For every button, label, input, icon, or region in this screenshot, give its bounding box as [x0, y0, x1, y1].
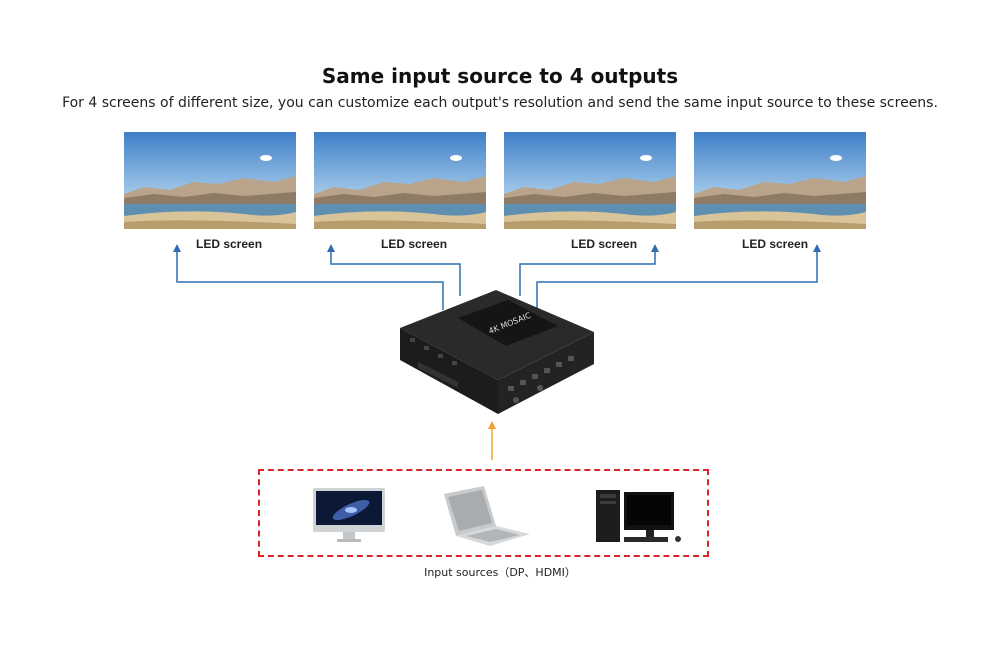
page-title: Same input source to 4 outputs: [321, 64, 679, 88]
led-screen-1: [124, 132, 296, 229]
screen-label-1: LED screen: [196, 237, 263, 251]
output-arrow-3: [519, 251, 656, 296]
led-screen-3: [504, 132, 676, 229]
led-screen-4: [694, 132, 866, 229]
landscape-image: [314, 132, 486, 229]
desktop-pc-icon: [594, 488, 684, 549]
output-arrow-2: [330, 251, 461, 296]
landscape-image: [694, 132, 866, 229]
screen-label-4: LED screen: [742, 237, 809, 251]
input-sources-box: [258, 469, 709, 557]
input-sources-label: Input sources（DP、HDMI）: [424, 566, 576, 579]
screen-label-3: LED screen: [571, 237, 638, 251]
imac-icon: [313, 488, 385, 549]
laptop-icon: [440, 486, 532, 551]
led-screen-2: [314, 132, 486, 229]
page-subtitle: For 4 screens of different size, you can…: [62, 95, 938, 111]
landscape-image: [124, 132, 296, 229]
screen-label-2: LED screen: [381, 237, 448, 251]
output-arrow-1: [176, 251, 444, 310]
video-processor-device: 4K MOSAIC: [398, 288, 598, 418]
output-arrow-4: [536, 251, 818, 310]
landscape-image: [504, 132, 676, 229]
